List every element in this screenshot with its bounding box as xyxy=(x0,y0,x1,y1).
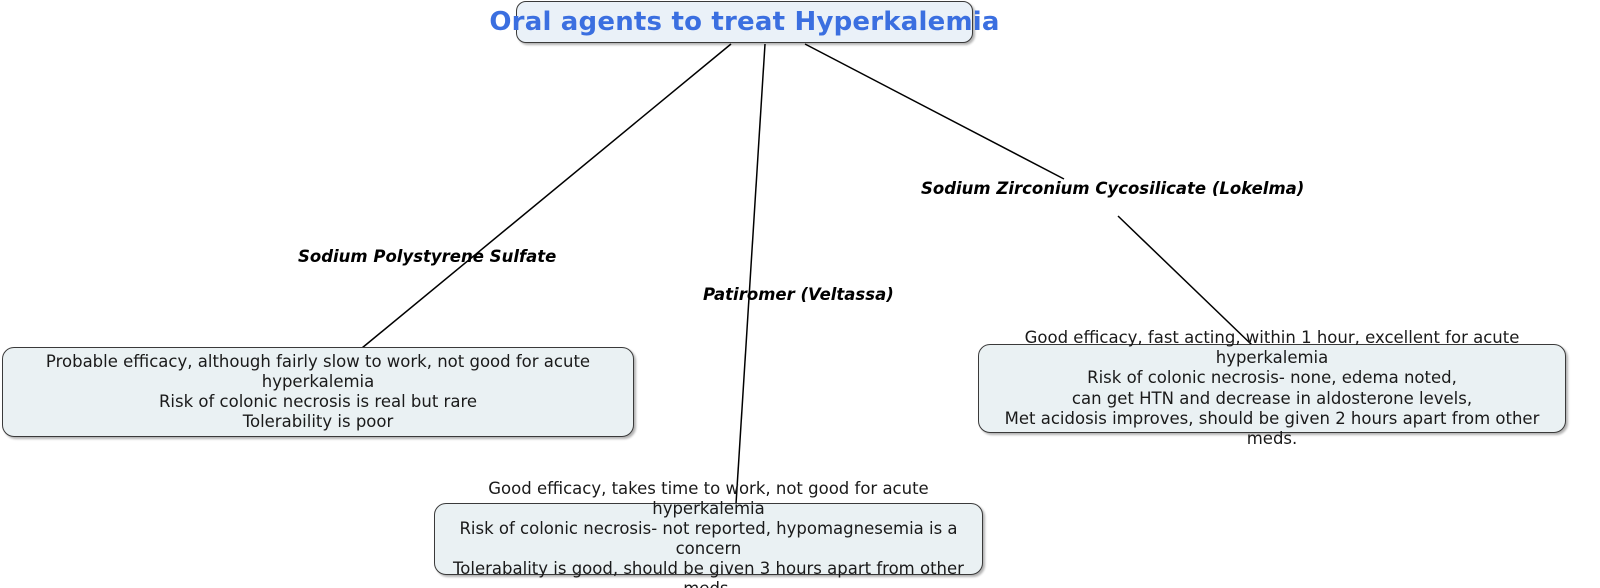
branch-label-patiromer: Patiromer (Veltassa) xyxy=(703,285,894,304)
detail-box-patiromer[interactable]: Good efficacy, takes time to work, not g… xyxy=(434,479,983,588)
detail-box-text: Probable efficacy, although fairly slow … xyxy=(45,351,591,432)
root-node-label: Oral agents to treat Hyperkalemia xyxy=(489,7,1000,37)
edge-root-to-sodium-polystyrene-sulfate xyxy=(361,43,732,349)
detail-box-text: Good efficacy, fast acting, within 1 hou… xyxy=(1004,328,1540,448)
detail-box-text: Good efficacy, takes time to work, not g… xyxy=(453,478,964,588)
root-node[interactable]: Oral agents to treat Hyperkalemia xyxy=(489,1,999,43)
edge-root-to-patiromer xyxy=(735,43,766,505)
detail-box-sodium-polystyrene-sulfate[interactable]: Probable efficacy, although fairly slow … xyxy=(2,347,634,437)
edge-root-to-sodium-zirconium-cycosilicate xyxy=(804,43,1065,180)
branch-label-sodium-polystyrene-sulfate: Sodium Polystyrene Sulfate xyxy=(298,247,557,266)
detail-box-sodium-zirconium-cycosilicate[interactable]: Good efficacy, fast acting, within 1 hou… xyxy=(978,328,1566,448)
branch-label-sodium-zirconium-cycosilicate: Sodium Zirconium Cycosilicate (Lokelma) xyxy=(921,179,1305,198)
